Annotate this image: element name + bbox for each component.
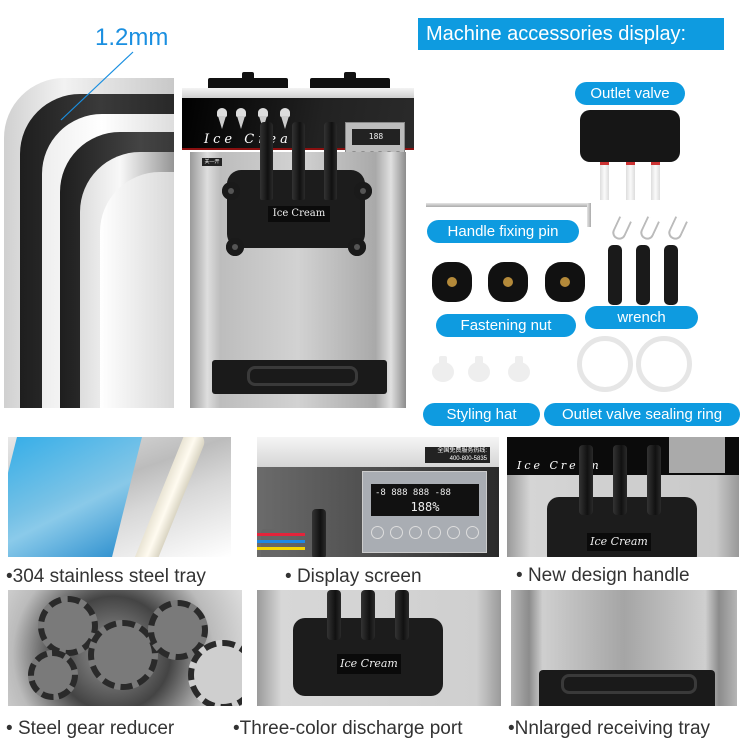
caption-handle: • New design handle [516, 565, 690, 586]
star-knob-icon [348, 238, 366, 256]
thickness-label: 1.2mm [95, 24, 169, 51]
fastening-nut-icon [545, 262, 585, 302]
label-styling-hat: Styling hat [423, 403, 540, 426]
sealing-ring-icon [636, 336, 692, 392]
valve-pipe [651, 162, 660, 200]
brand-script: Ice Cream [204, 132, 309, 147]
caption-steel-tray: •304 stainless steel tray [6, 566, 206, 587]
star-knob-icon [222, 182, 240, 200]
sealing-ring-icon [577, 336, 633, 392]
feature-image-display-screen: 全国免费服务热线: 400-800-5835 -8 888 888 -88 18… [257, 437, 499, 557]
star-knob-icon [226, 238, 244, 256]
star-knob-icon [354, 182, 372, 200]
lcd-readout: 188 [352, 129, 400, 145]
valve-pipe [626, 162, 635, 200]
wrench-icon [636, 245, 650, 305]
dispense-handle [292, 122, 305, 200]
accessories-section-title: Machine accessories display: [418, 18, 724, 50]
wrench-icon [608, 245, 622, 305]
feature-image-steel-tray [8, 437, 231, 557]
feature-image-gear-reducer [8, 590, 242, 706]
drip-tray [212, 360, 387, 394]
steel-thickness-illustration [4, 78, 174, 408]
styling-hat-icon [508, 356, 530, 382]
cone-icon [236, 108, 246, 130]
hex-key-icon [426, 203, 590, 207]
service-hotline: 全国免费服务热线: 400-800-5835 [425, 447, 490, 463]
caption-discharge-port: •Three-color discharge port [233, 718, 463, 739]
cone-icon [217, 108, 227, 130]
drip-tray [539, 670, 715, 706]
caption-receiving-tray: •Nnlarged receiving tray [508, 718, 711, 739]
styling-hat-icon [468, 356, 490, 382]
caption-gear-reducer: • Steel gear reducer [6, 718, 175, 739]
label-outlet-valve: Outlet valve [575, 82, 685, 105]
label-sealing-ring: Outlet valve sealing ring [544, 403, 740, 426]
styling-hat-icon [432, 356, 454, 382]
fastening-nut-icon [432, 262, 472, 302]
dispense-handle [260, 122, 273, 200]
fastening-nut-icon [488, 262, 528, 302]
feature-image-handle: Ice Cream Ice Cream [507, 437, 739, 557]
dispenser-label: Ice Cream [268, 206, 330, 222]
wrench-icon [664, 245, 678, 305]
valve-pipe [600, 162, 609, 200]
power-switch: 关—开 [202, 158, 222, 166]
label-handle-fixing-pin: Handle fixing pin [427, 220, 579, 243]
panel-buttons [371, 526, 479, 539]
hopper-lid-right [310, 72, 390, 88]
dispense-handle [324, 122, 337, 200]
lcd-screen: -8 888 888 -88 188% [371, 484, 479, 516]
hopper-lid-left [208, 72, 288, 88]
control-panel: -8 888 888 -88 188% [362, 471, 487, 553]
feature-image-receiving-tray [511, 590, 737, 706]
cone-icon [280, 108, 290, 130]
ice-cream-machine-image: Ice Cream 188 关—开 Ice Cream [182, 72, 414, 408]
label-fastening-nut: Fastening nut [436, 314, 576, 337]
thickness-pointer-line [60, 51, 134, 121]
milk-stream [130, 437, 208, 557]
label-wrench: wrench [585, 306, 698, 329]
outlet-valve-icon [580, 110, 680, 162]
feature-image-discharge-port: Ice Cream [257, 590, 501, 706]
caption-display-screen: • Display screen [285, 566, 422, 587]
